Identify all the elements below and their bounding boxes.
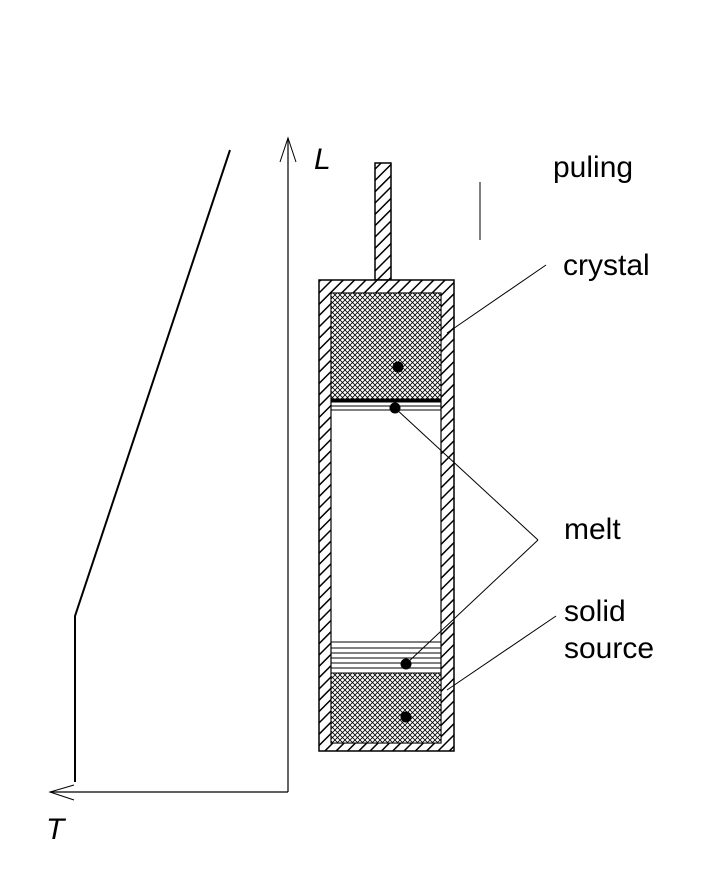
pulling-rod (374, 162, 392, 281)
label-puling: puling (553, 151, 634, 184)
axis-label-L: L (314, 143, 331, 176)
solid-source-leader-line (446, 615, 557, 691)
temperature-profile-line (74, 149, 231, 782)
lower-melt-zone (331, 641, 441, 669)
crystal-leader-line (446, 264, 547, 334)
crystal-region (330, 292, 442, 400)
label-solid: solid (564, 595, 626, 628)
upper-melt-zone (331, 399, 441, 411)
melt-leader-line-lower (405, 539, 539, 665)
T-axis-arrow (48, 784, 75, 801)
label-source: source (564, 632, 655, 665)
temperature-axes (48, 136, 297, 801)
axis-label-T: T (46, 813, 65, 846)
crystal-dot (392, 361, 404, 373)
label-crystal: crystal (563, 249, 650, 282)
L-axis-arrow (279, 136, 297, 163)
label-melt: melt (564, 513, 621, 546)
ampoule (318, 279, 455, 752)
solid-source-dot (400, 711, 412, 723)
melt-leader-line-upper (394, 407, 539, 541)
solid-source-region (330, 672, 442, 744)
